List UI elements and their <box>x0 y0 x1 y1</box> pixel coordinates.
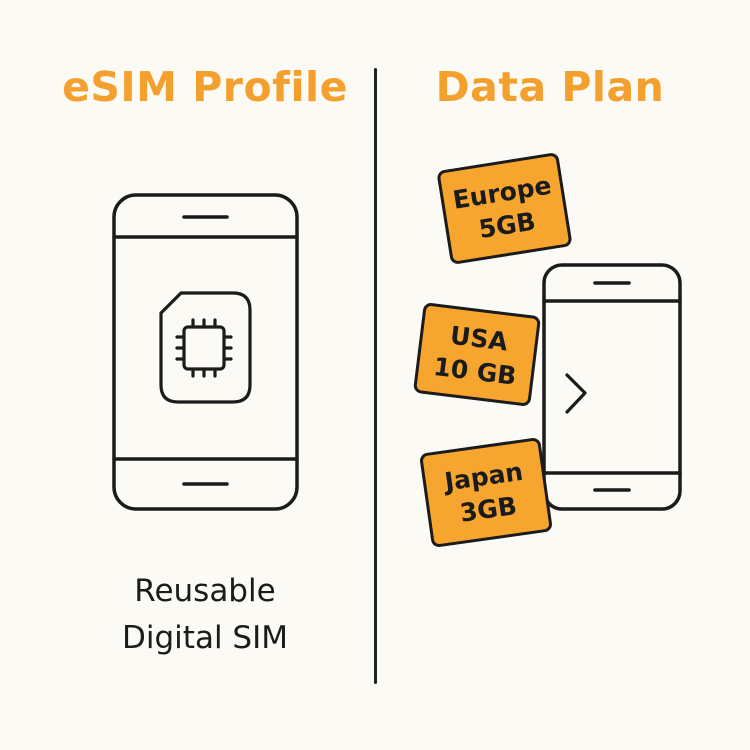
plan-data: 3GB <box>458 490 519 528</box>
plan-card-europe: Europe 5GB <box>436 151 573 266</box>
right-smartphone-icon <box>542 263 682 511</box>
data-plan-heading: Data Plan <box>435 63 665 111</box>
esim-profile-heading: eSIM Profile <box>62 63 348 111</box>
plan-card-japan: Japan 3GB <box>418 436 554 549</box>
caption-line-digital-sim: Digital SIM <box>122 620 288 656</box>
sim-chip-icon <box>159 291 252 404</box>
caption-line-reusable: Reusable <box>134 573 276 609</box>
chevron-right-icon <box>565 373 587 414</box>
left-smartphone-icon <box>112 193 299 511</box>
plan-card-usa: USA 10 GB <box>412 302 542 407</box>
panel-divider <box>374 68 377 684</box>
